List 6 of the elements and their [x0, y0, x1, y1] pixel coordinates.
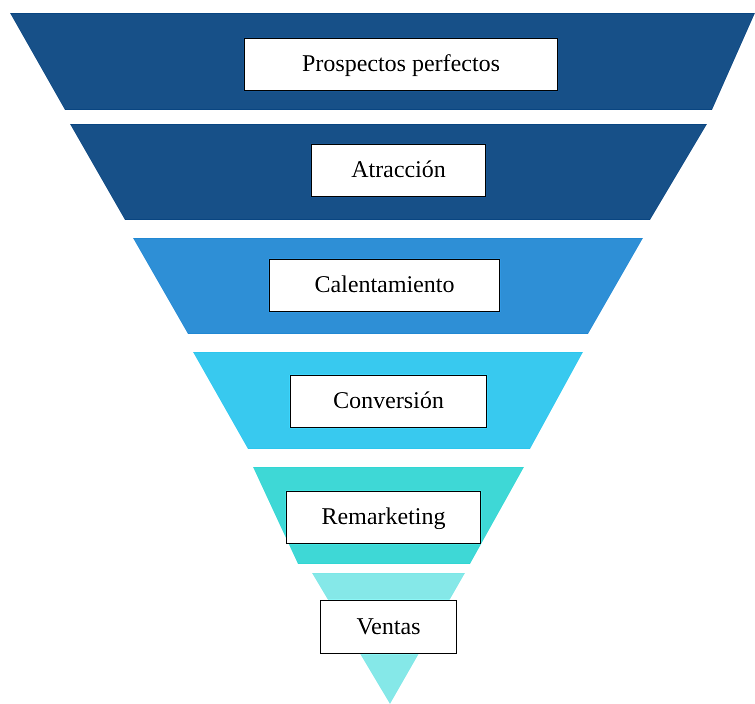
- stage-label-box: Remarketing: [286, 491, 481, 544]
- stage-label-box: Conversión: [290, 375, 487, 428]
- stage-label-box: Prospectos perfectos: [244, 38, 558, 91]
- stage-label-box: Atracción: [311, 144, 486, 197]
- stage-label-box: Ventas: [320, 600, 457, 654]
- stage-label-box: Calentamiento: [269, 259, 500, 312]
